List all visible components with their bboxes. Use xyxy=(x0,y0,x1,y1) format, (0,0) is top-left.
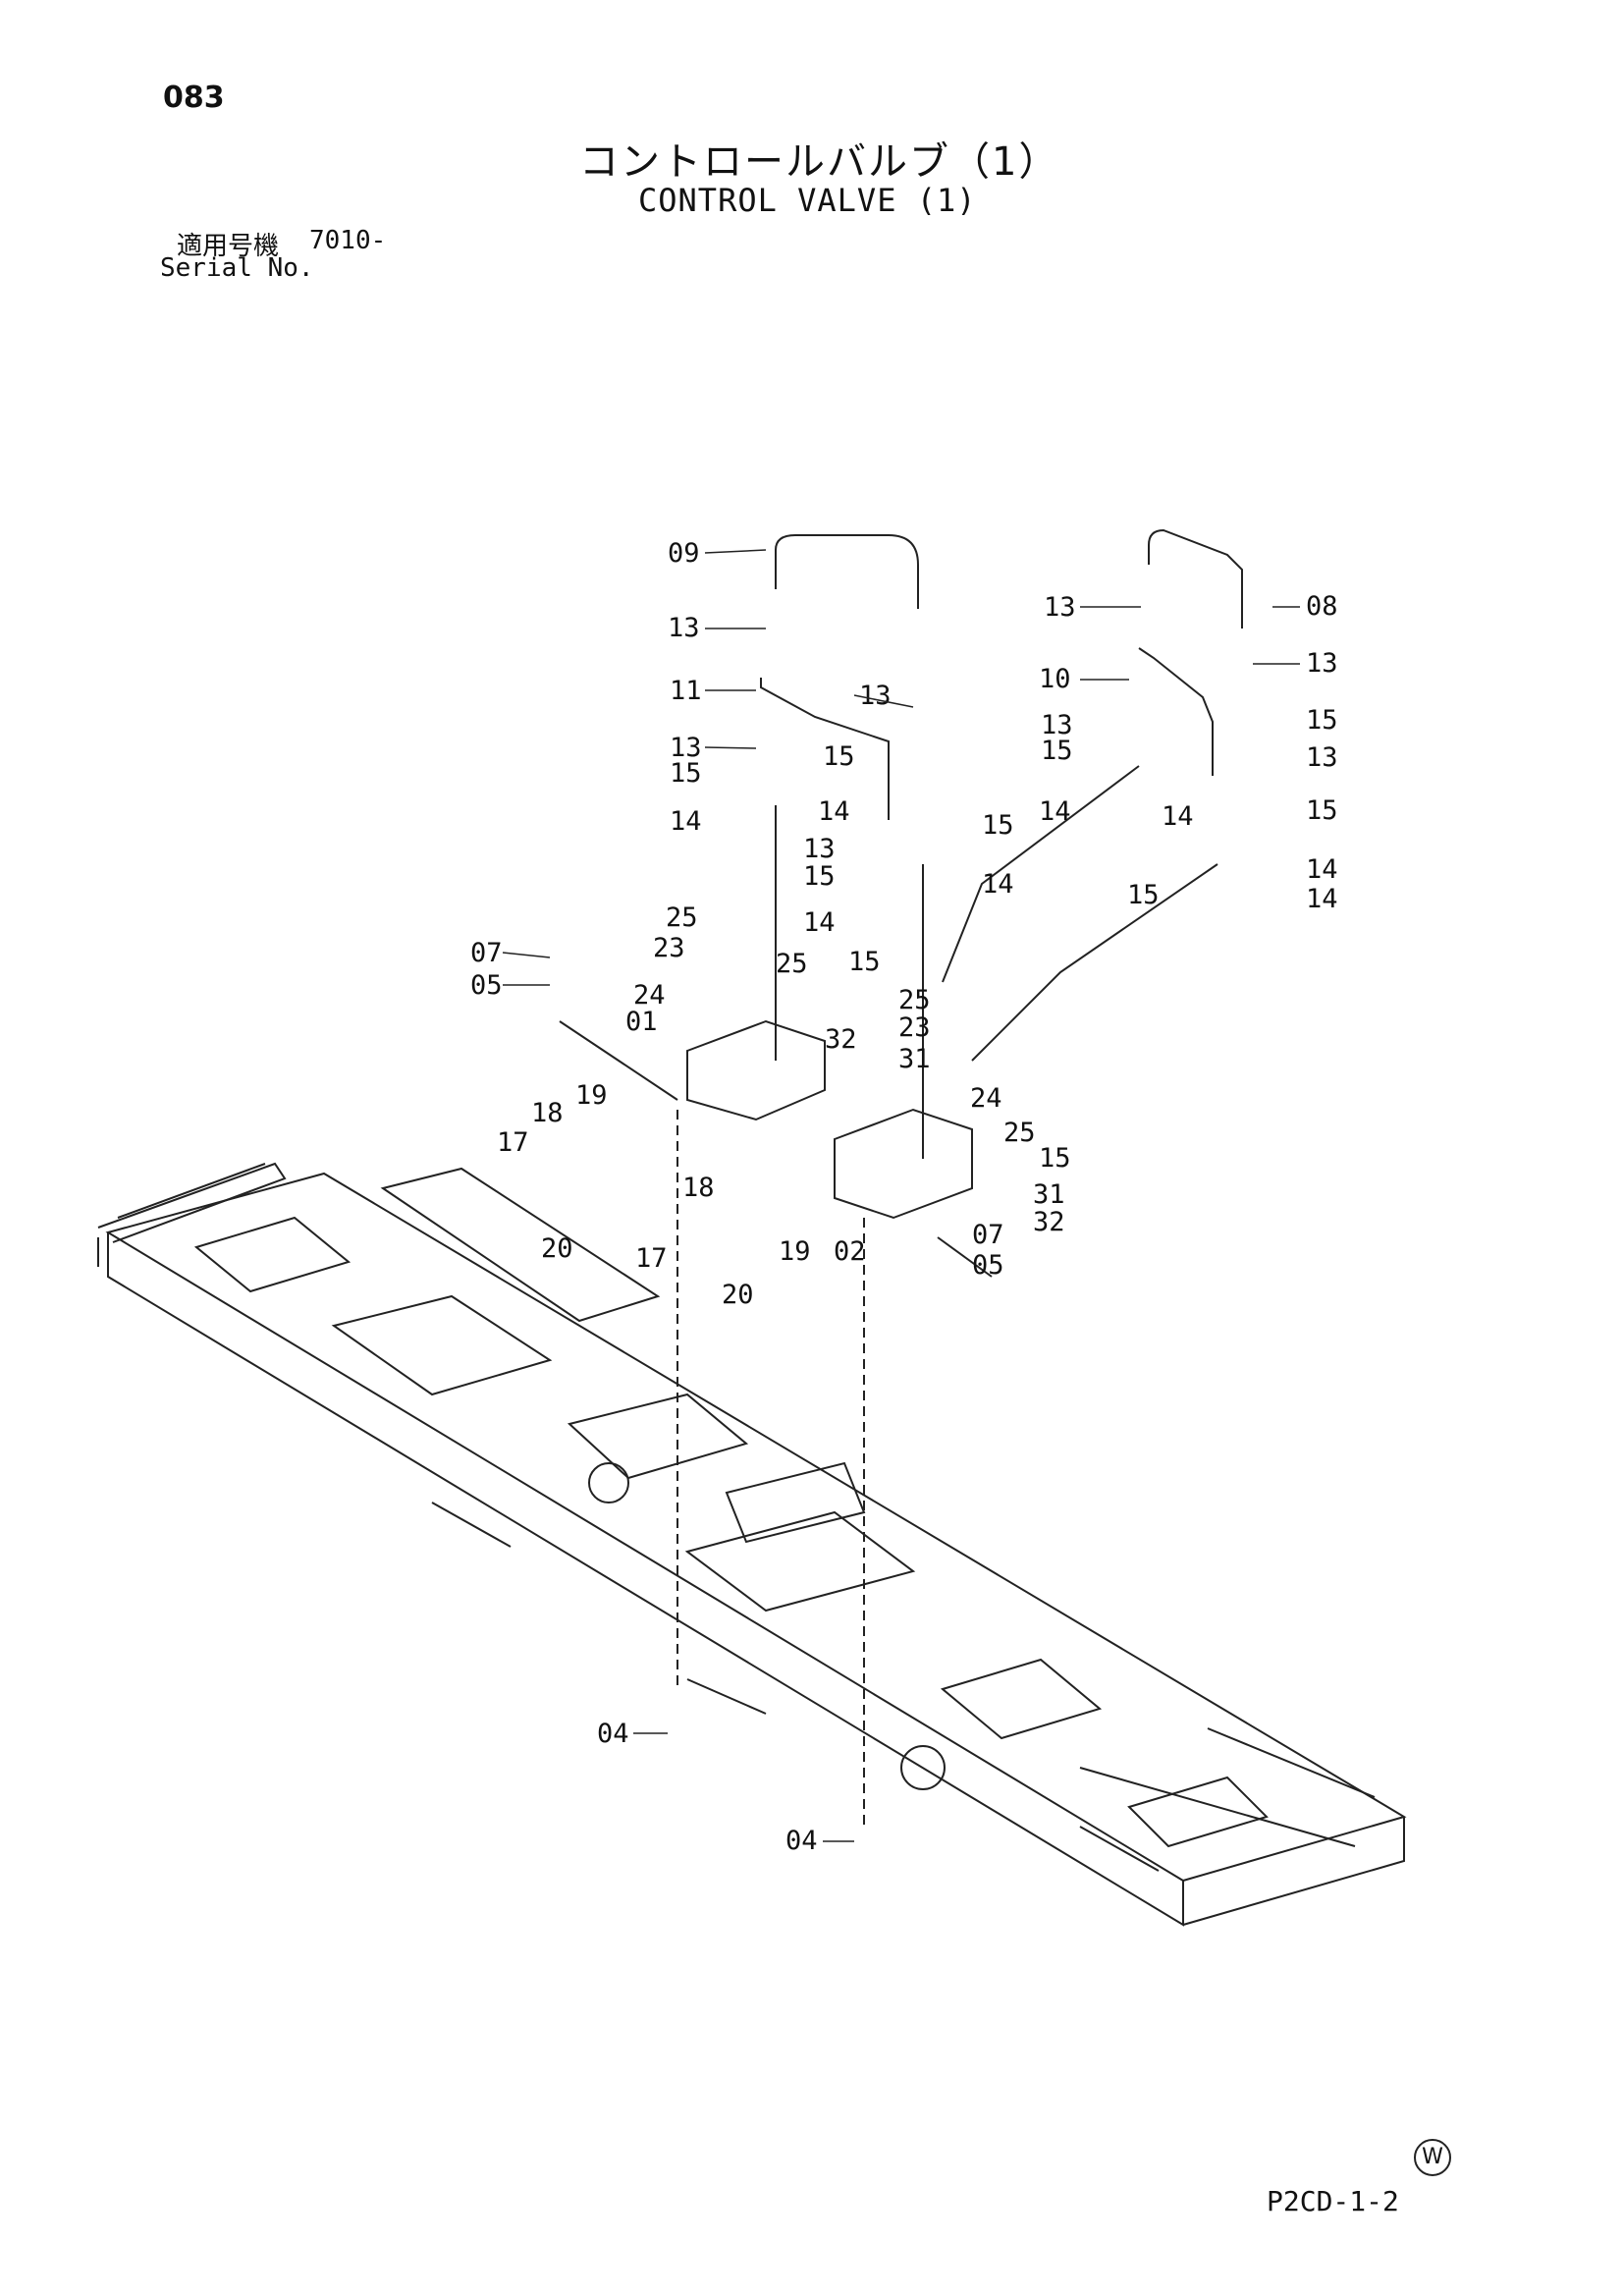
callout-11: 11 xyxy=(670,676,702,706)
callout-25: 25 xyxy=(776,949,808,979)
page-title-japanese: コントロールバルブ（1） xyxy=(579,139,1060,185)
callout-07: 07 xyxy=(470,938,503,968)
callout-24: 24 xyxy=(970,1083,1002,1114)
callout-13: 13 xyxy=(803,834,836,864)
callout-20: 20 xyxy=(722,1280,754,1310)
frame-drawing xyxy=(97,1162,1407,1927)
callout-23: 23 xyxy=(898,1012,931,1043)
serial-label-english: Serial No. xyxy=(160,253,314,283)
callout-15: 15 xyxy=(848,947,881,977)
serial-number-value: 7010- xyxy=(309,226,387,255)
callout-14: 14 xyxy=(1039,796,1071,827)
callout-leader-lines xyxy=(502,549,1300,1842)
callout-14: 14 xyxy=(818,796,850,827)
callout-20: 20 xyxy=(541,1233,573,1264)
callout-10: 10 xyxy=(1039,664,1071,694)
callout-32: 32 xyxy=(825,1024,857,1055)
callout-15: 15 xyxy=(823,741,855,772)
callout-25: 25 xyxy=(666,902,698,933)
callout-04: 04 xyxy=(785,1826,818,1856)
callout-15: 15 xyxy=(803,861,836,892)
callout-14: 14 xyxy=(982,869,1014,900)
callout-32: 32 xyxy=(1033,1207,1065,1237)
callout-13: 13 xyxy=(1306,742,1338,773)
page-title-english: CONTROL VALVE (1) xyxy=(638,182,977,219)
callout-05: 05 xyxy=(470,970,503,1001)
serial-label-japanese: 適用号機 xyxy=(177,232,280,261)
callout-13: 13 xyxy=(670,733,702,763)
callout-14: 14 xyxy=(1306,884,1338,914)
page-number: 083 xyxy=(163,81,225,115)
callout-15: 15 xyxy=(1306,705,1338,736)
callout-09: 09 xyxy=(668,538,700,569)
callout-08: 08 xyxy=(1306,591,1338,622)
callout-13: 13 xyxy=(1306,648,1338,679)
callout-15: 15 xyxy=(1306,795,1338,826)
callout-25: 25 xyxy=(898,985,931,1015)
callout-14: 14 xyxy=(670,806,702,837)
callout-17: 17 xyxy=(497,1127,529,1158)
callout-01: 01 xyxy=(625,1007,658,1037)
copyright-w-mark: W xyxy=(1414,2139,1451,2176)
callout-18: 18 xyxy=(682,1173,715,1203)
callout-13: 13 xyxy=(668,613,700,643)
callout-14: 14 xyxy=(1306,854,1338,885)
hoses-and-valves xyxy=(559,528,1243,1827)
callout-15: 15 xyxy=(670,758,702,789)
callout-31: 31 xyxy=(1033,1179,1065,1210)
callout-13: 13 xyxy=(859,681,892,711)
callout-05: 05 xyxy=(972,1250,1004,1281)
callout-02: 02 xyxy=(834,1236,866,1267)
callout-17: 17 xyxy=(635,1243,668,1274)
callout-25: 25 xyxy=(1003,1118,1036,1148)
callout-14: 14 xyxy=(1162,801,1194,832)
callout-13: 13 xyxy=(1041,710,1073,740)
callout-31: 31 xyxy=(898,1044,931,1074)
callout-15: 15 xyxy=(1127,880,1160,910)
callout-19: 19 xyxy=(575,1080,608,1111)
callout-23: 23 xyxy=(653,933,685,963)
callout-labels: 09 13 11 13 15 13 15 14 14 15 13 15 14 1… xyxy=(470,538,1338,1856)
callout-24: 24 xyxy=(633,980,666,1011)
callout-19: 19 xyxy=(779,1236,811,1267)
callout-15: 15 xyxy=(982,810,1014,841)
callout-07: 07 xyxy=(972,1220,1004,1250)
drawing-code: P2CD-1-2 xyxy=(1267,2185,1399,2217)
callout-15: 15 xyxy=(1039,1143,1071,1174)
callout-14: 14 xyxy=(803,907,836,938)
callout-13: 13 xyxy=(1044,592,1076,623)
callout-18: 18 xyxy=(531,1098,564,1128)
callout-04: 04 xyxy=(597,1719,629,1749)
callout-15: 15 xyxy=(1041,736,1073,766)
